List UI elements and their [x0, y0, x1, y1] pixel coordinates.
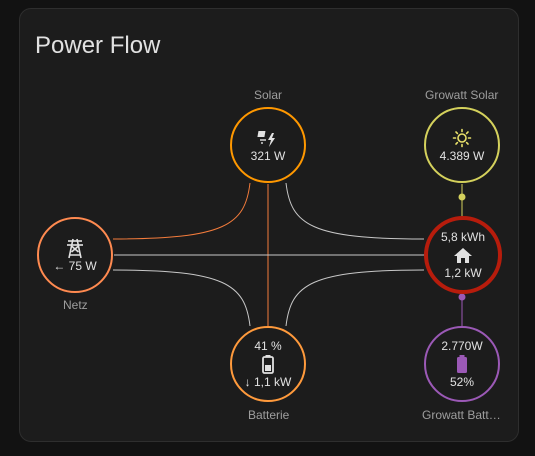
battery-label: Batterie — [248, 408, 290, 422]
grid-node[interactable]: ← 75 W — [37, 217, 113, 293]
home-node[interactable]: 5,8 kWh 1,2 kW — [424, 216, 502, 294]
growatt-solar-node[interactable]: 4.389 W — [424, 107, 500, 183]
flow-battery-home — [285, 269, 425, 327]
grid-value-row: ← 75 W — [53, 259, 96, 273]
solar-node[interactable]: 321 W — [230, 107, 306, 183]
grid-value: 75 W — [68, 259, 97, 273]
flow-solar-grid — [112, 182, 251, 240]
battery-purple-icon — [455, 353, 469, 375]
card-title: Power Flow — [35, 32, 161, 59]
home-power-value: 1,2 kW — [444, 266, 482, 280]
battery-power-value: 1,1 kW — [254, 375, 292, 389]
grid-label: Netz — [63, 298, 88, 312]
home-icon — [453, 244, 473, 266]
arrow-left-icon: ← — [53, 259, 66, 273]
battery-node[interactable]: 41 % ↓ 1,1 kW — [230, 326, 306, 402]
transmission-tower-icon — [65, 237, 85, 259]
arrow-down-icon: ↓ — [244, 375, 251, 389]
battery-soc-value: 41 % — [254, 339, 282, 353]
sun-icon — [452, 127, 472, 149]
solar-power-icon — [256, 127, 280, 149]
flow-dot-growatt-solar — [458, 193, 466, 201]
home-energy-value: 5,8 kWh — [440, 230, 485, 244]
flow-grid-battery — [112, 269, 251, 327]
growatt-solar-label: Growatt Solar — [425, 88, 499, 102]
battery-icon — [261, 353, 275, 375]
flow-solar-home — [285, 182, 425, 240]
growatt-battery-soc-value: 52% — [449, 375, 475, 389]
solar-value: 321 W — [250, 149, 286, 163]
battery-power-row: ↓ 1,1 kW — [245, 375, 292, 389]
flow-dot-growatt-battery — [458, 293, 466, 301]
growatt-battery-power-value: 2.770W — [441, 339, 483, 353]
growatt-battery-label: Growatt Batt… — [422, 408, 501, 422]
growatt-battery-node[interactable]: 2.770W 52% — [424, 326, 500, 402]
solar-label: Solar — [254, 88, 283, 102]
growatt-solar-value: 4.389 W — [439, 149, 485, 163]
